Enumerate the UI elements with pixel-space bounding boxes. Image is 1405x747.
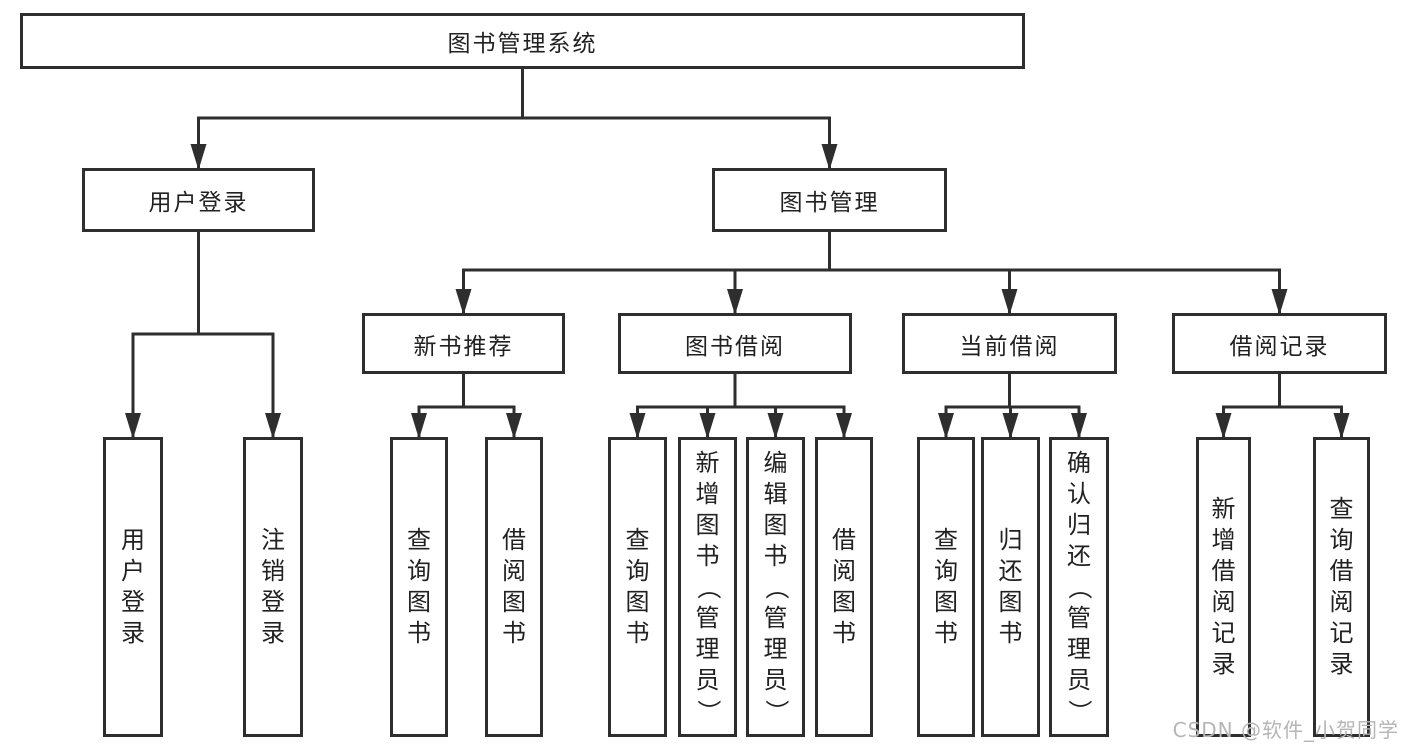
leaf-current-confirm-return-admin: 确认归还（管理员） [1049,437,1109,737]
node-root-library-system: 图书管理系统 [20,13,1025,69]
node-label: 借阅图书 [832,526,856,647]
leaf-newbook-query-books: 查询图书 [390,437,448,737]
node-label: 查询图书 [934,526,958,647]
leaf-logout: 注销登录 [243,437,303,737]
connector-current-borrow-to-children [944,374,1081,439]
leaf-user-login: 用户登录 [103,437,163,737]
connector-borrow-records-to-children [1222,374,1343,439]
node-label: 当前借阅 [959,333,1060,360]
connector-root-to-level2 [197,69,831,170]
node-label: 借阅记录 [1229,333,1330,360]
node-label: 归还图书 [998,526,1023,647]
node-label: 图书管理 [779,190,880,216]
node-new-book-recommend: 新书推荐 [362,313,565,374]
node-book-management: 图书管理 [712,168,947,232]
leaf-bookborrow-edit-books-admin: 编辑图书（管理员） [746,437,805,737]
node-label: 图书借阅 [685,333,785,360]
node-label: 编辑图书（管理员） [762,448,790,724]
leaf-current-query-books: 查询图书 [917,437,975,737]
node-label: 注销登录 [261,526,285,647]
leaf-records-query-record: 查询借阅记录 [1313,437,1370,737]
node-label: 图书管理系统 [447,31,598,57]
leaf-bookborrow-query-books: 查询图书 [608,437,667,737]
node-label: 用户登录 [121,526,145,647]
node-user-login: 用户登录 [82,168,315,232]
leaf-current-return-books: 归还图书 [981,437,1040,737]
leaf-bookborrow-add-books-admin: 新增图书（管理员） [678,437,737,737]
connector-new-book-to-children [417,374,516,439]
node-current-borrow: 当前借阅 [902,313,1117,374]
node-book-borrow: 图书借阅 [618,313,852,374]
leaf-newbook-borrow-books: 借阅图书 [485,437,543,737]
csdn-watermark: CSDN @软件_小贺同学 [1172,718,1399,742]
connector-user-login-to-children [131,232,275,439]
connector-book-borrow-to-children [636,374,846,439]
node-label: 确认归还（管理员） [1065,448,1094,724]
leaf-records-add-record: 新增借阅记录 [1196,437,1251,737]
node-label: 查询图书 [407,526,431,647]
node-label: 新书推荐 [413,333,514,360]
node-borrow-records: 借阅记录 [1172,313,1387,374]
node-label: 查询图书 [625,526,650,647]
node-label: 用户登录 [148,190,249,216]
leaf-bookborrow-borrow-books: 借阅图书 [815,437,873,737]
node-label: 借阅图书 [502,526,526,647]
node-label: 新增借阅记录 [1211,495,1236,678]
node-label: 查询借阅记录 [1329,495,1354,678]
connector-book-mgmt-to-level3 [462,232,1281,315]
node-label: 新增图书（管理员） [694,448,722,724]
